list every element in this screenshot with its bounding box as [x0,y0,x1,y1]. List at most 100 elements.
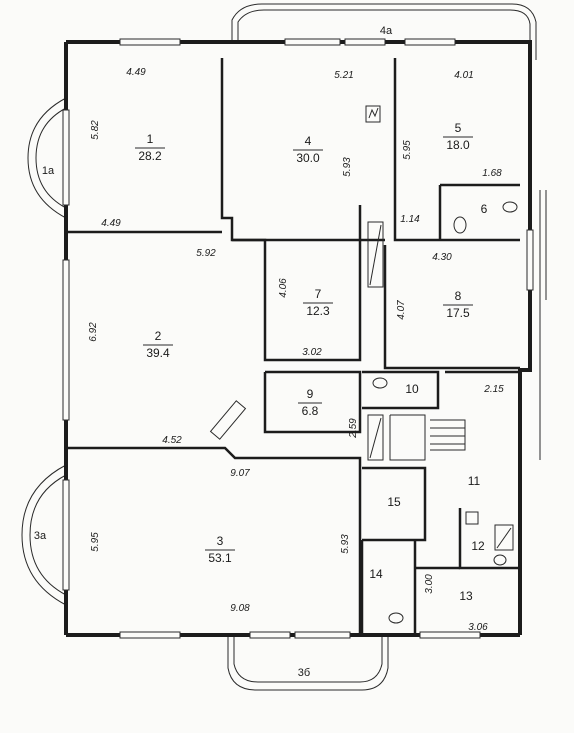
dim-r2-bottom: 4.52 [162,435,182,446]
dim-r7-side: 4.06 [278,278,289,298]
vent-zigzag-icon [368,107,379,119]
balcony-3b-outline [227,636,389,691]
wall-r12 [458,508,520,570]
dim-r8-top: 4.30 [432,252,452,263]
dim-r3-bottom: 9.08 [230,603,250,614]
stairs-2 [430,419,466,451]
vent-icon [365,105,381,123]
fixture-r12-sink-icon [493,554,507,566]
room-12-number: 12 [471,539,485,553]
dim-r8-side: 4.07 [396,300,407,320]
fireplace [209,400,247,440]
room-14-number: 14 [369,567,383,581]
room-1-number: 1 [147,132,154,146]
interior-walls [66,58,520,636]
room-2-area: 39.4 [146,346,170,360]
shaft-2-diag [369,417,382,459]
dim-r1-top: 4.49 [126,67,146,78]
wall-r8 [383,245,520,370]
fixture-r12-diag [496,527,512,549]
dim-r2-side: 6.92 [88,322,99,342]
room-3-area: 53.1 [208,551,232,565]
toilet-r10-icon [372,377,388,389]
dim-r1-bottom: 4.49 [101,218,121,229]
wall-r1-r4 [220,58,362,242]
window-bottom-3 [294,631,351,639]
balcony-3a-label: 3a [34,530,47,542]
dimension-labels: 4.49 5.82 4.49 5.21 5.93 4.01 5.95 1.68 … [88,67,504,633]
wall-r9 [263,370,362,434]
room-5-area: 18.0 [446,138,470,152]
wall-top [66,40,532,190]
dim-r4-side: 5.93 [342,157,353,177]
dim-r3-left: 5.95 [90,532,101,552]
room-10-number: 10 [405,382,419,396]
room-4-number: 4 [305,134,312,148]
toilet-icon [502,201,518,213]
dim-r13-bottom: 3.06 [468,622,488,633]
window-left-3 [62,479,70,591]
window-right-1 [526,229,534,291]
wall-r7 [232,238,362,362]
window-left-1 [62,109,70,206]
windows [62,38,534,639]
window-top-1 [119,38,181,46]
window-bottom-4 [419,631,481,639]
room-5-number: 5 [455,121,462,135]
wall-r2-r3 [66,446,362,636]
room-15-number: 15 [387,495,401,509]
balcony-labels: 1a 3a 4a 3б [34,25,393,679]
window-top-2 [284,38,341,46]
dim-r9-side: 2.59 [348,418,359,439]
dim-r4-top: 5.21 [334,70,353,81]
dim-r6-top: 1.68 [482,168,502,179]
dim-r5-top: 4.01 [454,70,473,81]
dim-r2-top: 5.92 [196,248,216,259]
balconies [21,3,537,691]
balcony-3b-label: 3б [298,667,310,679]
dim-r6-side: 1.14 [400,214,420,225]
balcony-4a-label: 4a [380,25,393,37]
dim-r1-side: 5.82 [90,120,101,140]
shaft-1 [367,221,384,288]
balcony-4a-outline [231,3,537,60]
shaft-2 [367,414,384,461]
fixture-r12-2 [494,524,514,551]
balcony-1a-label: 1a [42,165,55,177]
room-8-number: 8 [455,289,462,303]
balcony-3b-inner [233,636,383,683]
balcony-1a-inner [35,107,67,209]
dim-r5-side: 5.95 [402,140,413,160]
balcony-3a-outline [21,464,67,606]
room-7-number: 7 [315,287,322,301]
fixture-r12-1 [465,511,479,525]
dim-r3-right: 5.93 [340,534,351,554]
room-1-area: 28.2 [138,149,162,163]
wall-r15 [362,466,427,542]
balcony-3a-inner [29,474,67,596]
fixtures [209,105,518,624]
wall-r4-r5 [393,58,520,242]
room-4-area: 30.0 [296,151,320,165]
room-6-number: 6 [481,202,488,216]
room-11-number: 11 [468,474,481,488]
shaft-1-diag [369,224,382,286]
room-8-area: 17.5 [446,306,470,320]
wall-r10 [362,370,440,410]
window-top-3 [344,38,386,46]
window-bottom-1 [119,631,181,639]
sink-icon [453,216,467,234]
room-7-area: 12.3 [306,304,330,318]
balcony-4a-inner [237,9,531,60]
room-labels: 1 28.2 2 39.4 3 53.1 4 30.0 5 18.0 6 7 1… [135,121,488,603]
room-13-number: 13 [459,589,473,603]
dim-r7-bottom: 3.02 [302,347,322,358]
toilet-r14-icon [388,612,404,624]
balcony-1a-outline [27,97,67,219]
room-3-number: 3 [217,534,224,548]
room-2-number: 2 [155,329,162,343]
room-9-number: 9 [307,387,314,401]
stairs-box [389,414,426,461]
window-left-2 [62,259,70,421]
